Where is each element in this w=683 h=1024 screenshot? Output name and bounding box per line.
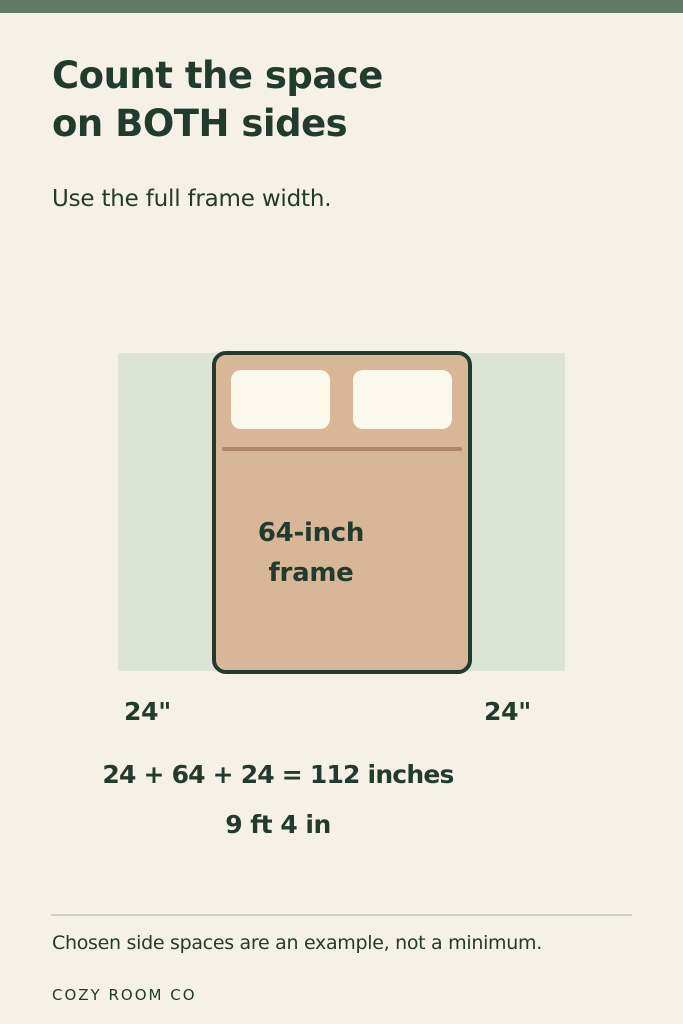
bed-frame-illustration: 64-inch frame xyxy=(212,351,472,674)
left-clearance-zone xyxy=(118,353,216,671)
feet-conversion: 9 ft 4 in xyxy=(225,810,331,839)
right-side-measurement: 24" xyxy=(484,697,531,726)
title-line-2: on BOTH sides xyxy=(52,102,348,145)
left-side-measurement: 24" xyxy=(124,697,171,726)
title-line-1: Count the space xyxy=(52,54,383,97)
bed-frame-label: 64-inch frame xyxy=(216,513,406,593)
right-pillow xyxy=(353,370,452,429)
footer-divider xyxy=(51,914,632,916)
brand-name: COZY ROOM CO xyxy=(52,986,197,1004)
page-title: Count the space on BOTH sides xyxy=(52,52,612,148)
bed-label-line-2: frame xyxy=(268,558,354,588)
sheet-fold-line xyxy=(222,447,462,451)
bed-label-line-1: 64-inch xyxy=(257,518,365,548)
top-accent-bar xyxy=(0,0,683,13)
footnote: Chosen side spaces are an example, not a… xyxy=(52,932,542,954)
left-pillow xyxy=(231,370,330,429)
total-width-formula: 24 + 64 + 24 = 112 inches xyxy=(102,760,454,789)
right-clearance-zone xyxy=(467,353,565,671)
subtitle: Use the full frame width. xyxy=(52,186,332,212)
